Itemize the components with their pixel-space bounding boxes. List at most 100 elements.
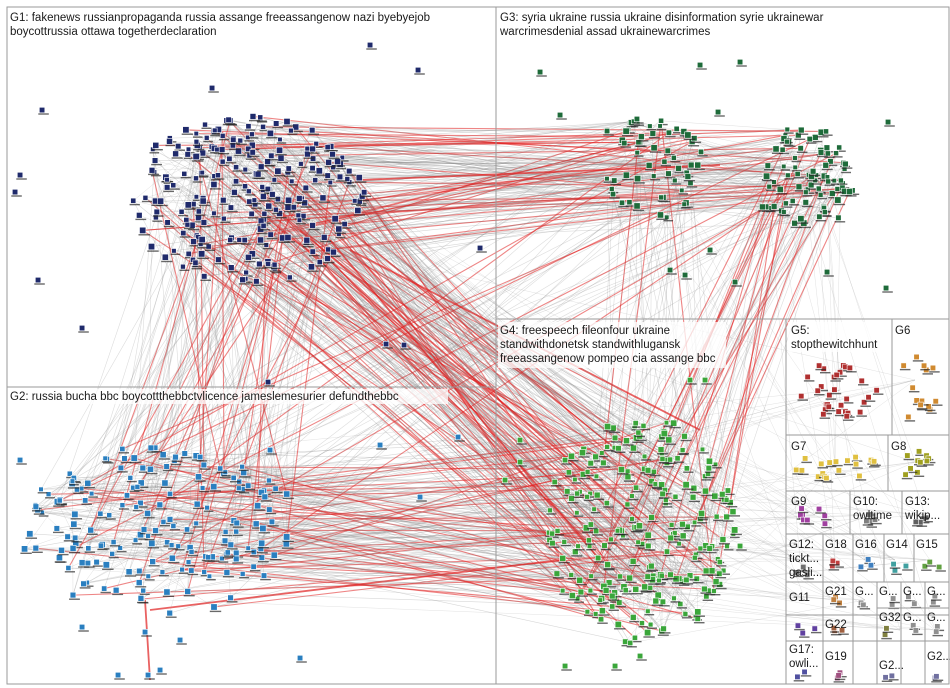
node-label-mark <box>647 570 658 571</box>
node-label-mark <box>867 526 878 527</box>
node-label-mark <box>78 630 89 631</box>
node <box>649 515 655 521</box>
node <box>658 447 664 453</box>
node <box>844 396 850 402</box>
node-label-mark <box>331 223 342 224</box>
node <box>59 547 65 553</box>
node-label-mark <box>308 134 319 135</box>
node <box>884 626 890 632</box>
node <box>287 275 292 280</box>
node-label-mark <box>792 161 802 162</box>
node-label-mark <box>829 569 840 570</box>
node <box>330 151 336 157</box>
node-label-mark <box>932 405 943 406</box>
node <box>203 122 208 127</box>
node <box>218 466 223 471</box>
node <box>207 574 212 579</box>
node <box>618 467 624 473</box>
node <box>165 177 170 182</box>
node <box>657 578 662 583</box>
node <box>725 488 730 493</box>
node <box>160 452 166 458</box>
node <box>604 128 610 134</box>
node-label-mark <box>142 201 152 202</box>
node <box>148 445 154 451</box>
node-label-mark <box>711 594 721 595</box>
node <box>816 186 821 191</box>
gdots2-label: G... <box>879 586 898 598</box>
node-label-mark <box>567 460 578 461</box>
node-label-mark <box>681 207 691 208</box>
node <box>250 150 256 156</box>
node-label-mark <box>565 476 575 477</box>
node-label-mark <box>664 220 674 221</box>
node-label-mark <box>662 506 672 507</box>
node-label-mark <box>136 574 147 575</box>
node <box>167 517 173 523</box>
node-label-mark <box>873 394 884 395</box>
node-label-mark <box>797 222 808 223</box>
node-label-mark <box>835 474 846 475</box>
node <box>636 430 641 435</box>
node <box>272 178 277 183</box>
node <box>12 189 17 195</box>
node <box>816 363 822 369</box>
node-label-mark <box>112 594 123 595</box>
node-label-mark <box>214 178 224 179</box>
node <box>275 196 280 201</box>
node-label-mark <box>204 511 214 512</box>
node-label-mark <box>779 153 789 154</box>
node-label-mark <box>181 457 192 458</box>
node <box>667 457 672 462</box>
node-label-mark <box>257 552 268 553</box>
node-label-mark <box>912 634 923 635</box>
node <box>589 574 594 579</box>
node <box>383 341 389 347</box>
gdots1-label: G... <box>855 586 874 598</box>
node <box>634 116 639 121</box>
node <box>637 653 643 659</box>
node-label-mark <box>266 484 276 485</box>
node-label-mark <box>188 229 199 230</box>
node-label-mark <box>723 520 734 521</box>
node <box>601 460 607 466</box>
node-label-mark <box>804 523 815 524</box>
node-label-mark <box>831 393 842 394</box>
node <box>167 138 173 144</box>
node <box>803 190 808 195</box>
node-label-mark <box>271 183 281 184</box>
node-label-mark <box>203 141 213 142</box>
node <box>71 521 77 527</box>
node <box>193 260 198 265</box>
node-label-mark <box>821 519 832 520</box>
node <box>853 454 859 460</box>
node-label-mark <box>102 569 113 570</box>
node-label-mark <box>645 549 656 550</box>
node-label-mark <box>843 402 854 403</box>
node-label-mark <box>290 211 300 212</box>
node <box>147 466 153 472</box>
node-label-mark <box>933 635 944 636</box>
node <box>103 562 109 568</box>
node-label-mark <box>166 617 177 618</box>
node-label-mark <box>730 537 740 538</box>
node-label-mark <box>571 555 582 556</box>
node <box>914 354 920 360</box>
node-label-mark <box>269 198 280 199</box>
node-label-mark <box>159 575 169 576</box>
node <box>807 136 813 142</box>
node-label-mark <box>210 188 221 189</box>
node-label-mark <box>192 266 202 267</box>
node-label-mark <box>56 504 66 505</box>
node-label-mark <box>599 456 609 457</box>
node <box>891 561 897 567</box>
node-label-mark <box>816 220 827 221</box>
node <box>669 523 674 528</box>
node <box>633 586 639 592</box>
node <box>258 115 263 120</box>
node-label-mark <box>770 210 781 211</box>
node-label-mark <box>691 525 701 526</box>
node-label-mark <box>783 145 793 146</box>
node <box>706 458 712 464</box>
node-label-mark <box>758 210 769 211</box>
